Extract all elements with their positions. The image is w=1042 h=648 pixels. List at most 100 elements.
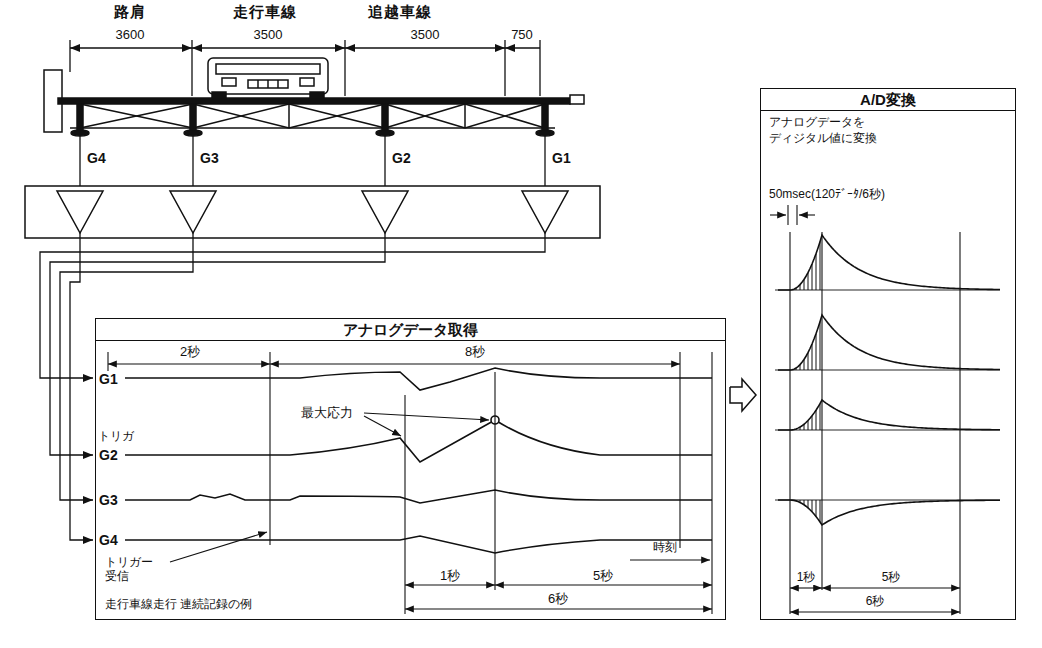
truck [248, 80, 288, 88]
dimension-lines [505, 47, 540, 48]
truck [310, 92, 324, 99]
sample-stroke [808, 273, 809, 290]
analog-traces [125, 420, 712, 462]
sample-stroke [820, 404, 821, 430]
trace [778, 500, 1000, 525]
bridge-section [536, 130, 554, 136]
sampling-note: 50msec(120ﾃﾞｰﾀ/6秒) [768, 188, 886, 202]
analog-traces [125, 368, 712, 553]
girder-name: G1 [551, 150, 572, 166]
time-span: 5秒 [881, 571, 902, 585]
time-markers [108, 363, 270, 364]
bridge-section [289, 104, 385, 128]
amplifier-unit [25, 186, 600, 238]
bridge-section [190, 104, 196, 131]
truck [216, 64, 320, 74]
bridge-section [464, 104, 466, 128]
truck [222, 78, 236, 86]
trace [778, 400, 1000, 430]
bridge-section [44, 70, 584, 136]
dimension-lines [345, 47, 505, 48]
bridge-section [570, 95, 584, 104]
gauge-leads [79, 136, 80, 191]
channel-name: G1 [98, 371, 119, 387]
truck [208, 58, 328, 94]
bridge-section [382, 104, 388, 131]
time-markers [630, 559, 710, 560]
truck [257, 80, 259, 88]
bridge-section [385, 104, 465, 128]
digital-markers [770, 205, 960, 614]
dimension-lines [539, 40, 540, 96]
digital-markers [796, 205, 797, 225]
dimension-lines [70, 40, 540, 96]
sample-stroke [812, 500, 813, 512]
girder-name: G4 [86, 150, 107, 166]
dimension-lines [69, 40, 70, 72]
sample-stroke [816, 334, 817, 370]
bridge-section [71, 130, 89, 136]
trace [778, 235, 1000, 290]
callout: 最大応力 [300, 406, 354, 421]
sample-stroke [800, 500, 801, 502]
sample-stroke [792, 289, 793, 290]
bridge-section [80, 104, 193, 128]
dimension-lines [192, 47, 345, 48]
sample-stroke [808, 421, 809, 430]
time-span: 6秒 [865, 595, 886, 609]
sample-stroke [792, 500, 793, 501]
amplifier-unit [362, 191, 408, 233]
truck [267, 80, 269, 88]
sample-stroke [812, 344, 813, 370]
digital-markers [787, 205, 788, 225]
dimension-lines [191, 40, 192, 96]
bridge-section [542, 104, 548, 131]
bridge-section [184, 130, 202, 136]
truck [208, 58, 328, 99]
dimension: 3500 [410, 28, 441, 43]
bridge-section [193, 104, 289, 128]
time-markers [170, 532, 267, 562]
dimension-lines [504, 40, 505, 96]
sample-stroke [804, 279, 805, 290]
channel-name: G4 [98, 532, 119, 548]
time-span: 8秒 [464, 345, 486, 360]
bridge-section [288, 104, 290, 128]
baseline [775, 370, 1000, 371]
trigger-mark: トリガ [97, 430, 135, 444]
time-span: 5秒 [592, 569, 614, 584]
bridge-section [80, 104, 193, 128]
time-markers [364, 416, 401, 436]
sample-stroke [808, 500, 809, 508]
time-markers [405, 584, 495, 585]
bridge-section [193, 104, 289, 128]
trace [778, 315, 1000, 370]
gauge-leads [544, 136, 545, 191]
panel-title: アナログデータ取得 [96, 319, 725, 341]
analog-traces [125, 368, 712, 390]
callout: トリガー 受信 [104, 556, 161, 584]
sample-stroke [820, 500, 821, 522]
sample-stroke [792, 369, 793, 370]
time-markers [405, 608, 712, 609]
time-span: 6秒 [547, 592, 569, 607]
channel-name: G3 [98, 492, 119, 508]
sample-stroke [800, 427, 801, 430]
channel-name: G2 [98, 447, 119, 463]
signal-wires [50, 233, 385, 455]
bridge-section [385, 104, 465, 128]
gauge-leads [80, 136, 545, 191]
sample-stroke [808, 353, 809, 370]
digital-markers [790, 611, 960, 612]
sample-stroke [816, 410, 817, 430]
panel-box: A/D変換アナログデータを ディジタル値に変換 [760, 88, 1016, 620]
sample-stroke [804, 424, 805, 430]
dimension-lines [70, 47, 192, 48]
bridge-section [77, 104, 83, 131]
sample-stroke [816, 254, 817, 290]
signal-wires [40, 233, 545, 378]
time-markers [711, 352, 712, 614]
sample-stroke [804, 359, 805, 370]
digital-markers [790, 587, 822, 588]
amplifier-unit [57, 191, 103, 233]
